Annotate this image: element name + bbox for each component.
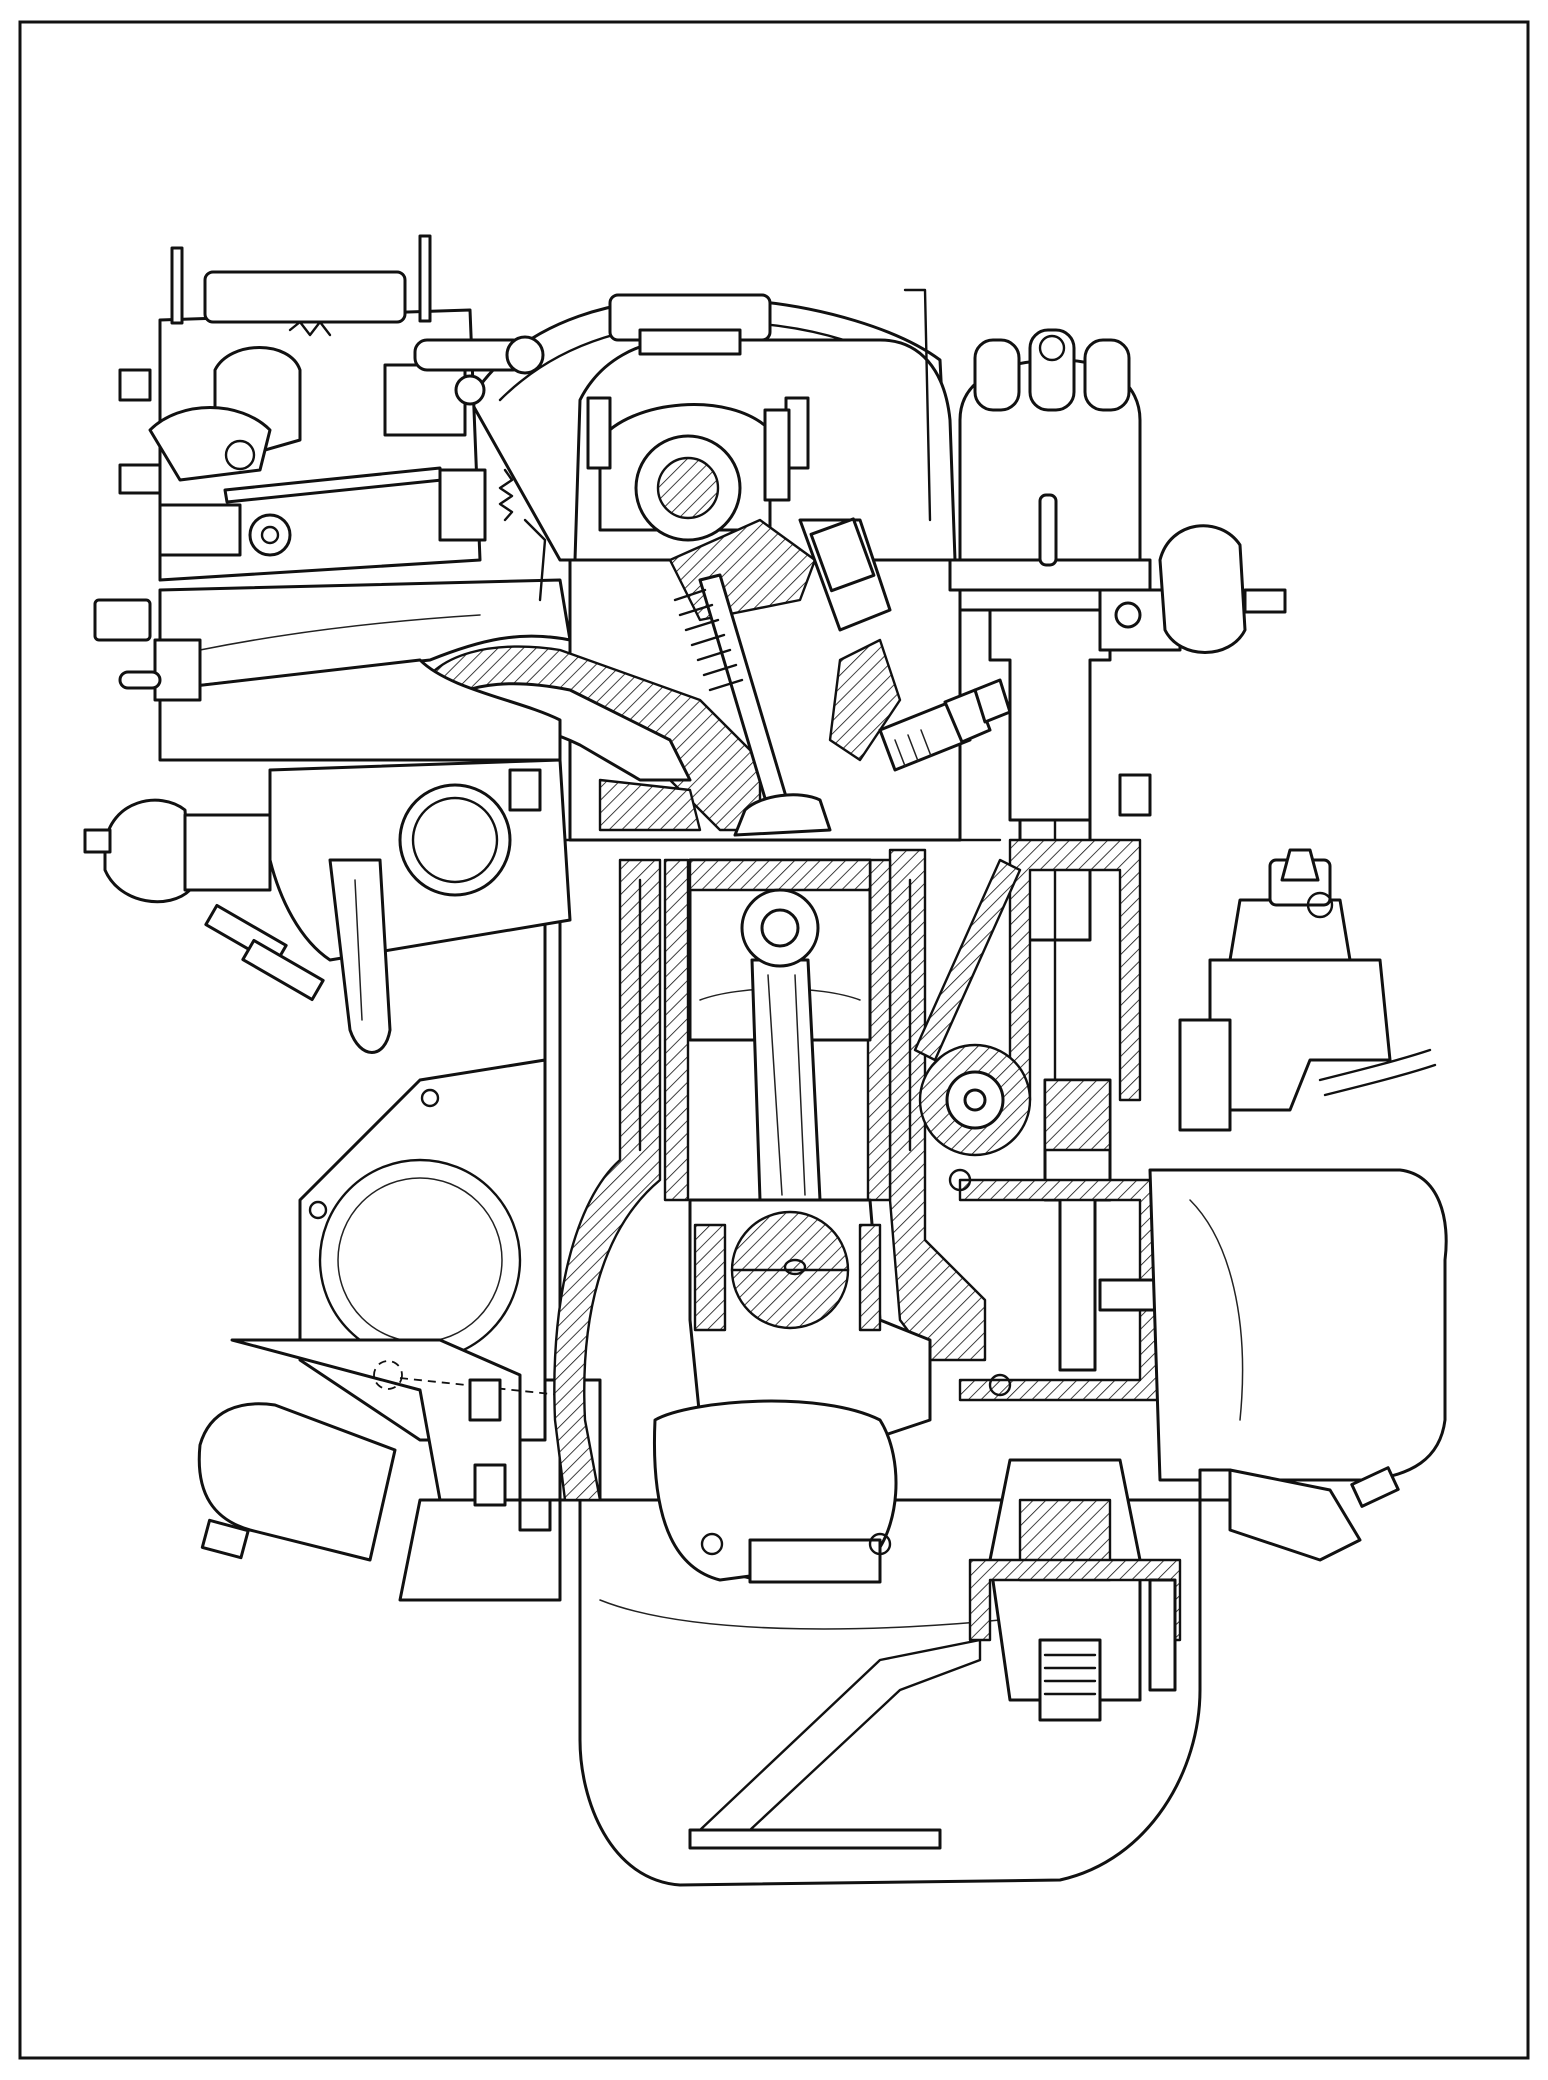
egr-valve-nipple (83, 828, 112, 854)
exhaust-pipe-inner (411, 796, 499, 884)
page-border (18, 20, 1530, 2060)
fuel-pump-mount (1178, 1018, 1232, 1132)
fuel-pump-screw (1306, 891, 1334, 919)
intake-manifold-lower (158, 658, 562, 762)
oil-pump-drive-gear (1043, 1078, 1112, 1152)
throttle-stop-bracket (383, 363, 467, 437)
fuel-pump-pipe-b (1323, 1063, 1437, 1097)
breather-hose (523, 518, 547, 602)
cylinder-bore-liner-right (866, 858, 892, 1202)
egr-stem-2 (241, 938, 325, 1002)
dipstick-tube (903, 288, 932, 522)
aux-shaft-diagonal-web (913, 858, 1022, 1062)
bracket-nut (454, 374, 486, 406)
carb-spring-2 (288, 320, 332, 337)
distributor-body (988, 608, 1112, 822)
cam-bolt-left (586, 396, 612, 470)
carburettor-top-cover (203, 270, 407, 324)
manifold-pipe-left (118, 670, 162, 690)
carb-jet-left (118, 368, 152, 402)
spark-plug-thread (894, 729, 932, 767)
cylinder-block-wall-right (888, 848, 987, 1362)
engine-mount-right-stud (1350, 1466, 1400, 1508)
engine-mount-right (1148, 1168, 1448, 1482)
cam-cover-filler-base (638, 328, 742, 356)
intake-valve-head (733, 793, 832, 837)
cylinder-bore-liner-left (663, 858, 690, 1202)
throttle-pivot-hub (260, 525, 280, 545)
vacuum-advance-unit (1158, 524, 1247, 654)
aux-shaft-gear-center (963, 1088, 987, 1112)
choke-cam-pivot (224, 439, 256, 471)
valve-spring (673, 588, 744, 692)
carb-idle-screw (118, 463, 162, 495)
fuel-pump-nozzle (1280, 848, 1320, 882)
engine-mount-rubber-left (197, 1402, 397, 1562)
block-bolt (1198, 1468, 1232, 1502)
sump-inner-contour (599, 1599, 1001, 1630)
head-bolt (508, 768, 542, 812)
carb-float-bowl (158, 503, 242, 557)
choke-cam (148, 406, 272, 482)
distributor-tower-1 (973, 338, 1021, 412)
piston-pin (760, 908, 800, 948)
distributor-clamp-screw (1114, 601, 1142, 629)
throttle-pivot (248, 513, 292, 557)
carburettor-stud-left (170, 246, 184, 325)
combustion-chamber-wall (598, 778, 702, 832)
carburettor-stud-right (418, 234, 432, 323)
fuel-pump-body (1208, 958, 1392, 1112)
head-bolt (1118, 773, 1152, 817)
egr-valve-body (183, 813, 272, 892)
housing-bolt (420, 1088, 440, 1108)
conrod-web-line (767, 974, 783, 1196)
crank-oil-hole (783, 1258, 807, 1276)
oil-pickup-pipe (698, 1638, 982, 1832)
relief-valve-spring (1043, 1653, 1097, 1696)
block-stud (988, 1373, 1012, 1397)
engine-mount-right-inner (1189, 1199, 1244, 1421)
oil-pickup-strainer (688, 1828, 942, 1850)
vacuum-advance-nipple (1243, 588, 1287, 614)
block-bolt (518, 1498, 552, 1532)
intake-manifold (158, 578, 572, 692)
heater-pipe (328, 858, 392, 1054)
oil-pump-pickup-flange (1148, 1578, 1177, 1692)
main-cap-bolt (868, 1532, 892, 1556)
main-cap-bolt (700, 1532, 724, 1556)
block-bolt (473, 1463, 507, 1507)
accelerator-pump (438, 468, 487, 542)
block-stud (948, 1168, 972, 1192)
exhaust-pipe-section (398, 783, 512, 897)
camshaft-lobe (656, 456, 720, 520)
distributor-tower-3 (1083, 338, 1131, 412)
distributor-clip (1038, 493, 1058, 567)
distributor-tower-ring (1038, 334, 1066, 362)
mount-dashed-bolt (373, 1360, 403, 1390)
manifold-runner-line (199, 614, 481, 651)
carb-spring (498, 468, 514, 522)
conrod-web-line (794, 974, 806, 1196)
block-bolt (468, 1378, 502, 1422)
manifold-fitting-left (93, 598, 152, 642)
fuel-pump-pipe (1318, 1048, 1432, 1082)
egr-valve-diaphragm (103, 798, 192, 904)
piston-rings (688, 858, 872, 892)
distributor-tower-2 (1028, 328, 1076, 412)
tappet-body (809, 517, 876, 593)
cam-bolt-stud (763, 408, 791, 502)
manifold-fitting-left-b (153, 638, 202, 702)
big-end-bearing-shell (693, 1223, 727, 1332)
big-end-bearing-shell-right (858, 1223, 882, 1332)
engine-mount-stud-left (200, 1518, 250, 1560)
housing-bolt (308, 1200, 328, 1220)
cylinder-block-wall-left (553, 858, 662, 1502)
carb-fuel-inlet-end (505, 335, 545, 375)
engine-mount-right-bracket (1228, 1468, 1362, 1562)
connecting-rod (750, 958, 822, 1202)
heater-pipe-inner (354, 879, 363, 1021)
main-bearing-cap (748, 1538, 882, 1584)
